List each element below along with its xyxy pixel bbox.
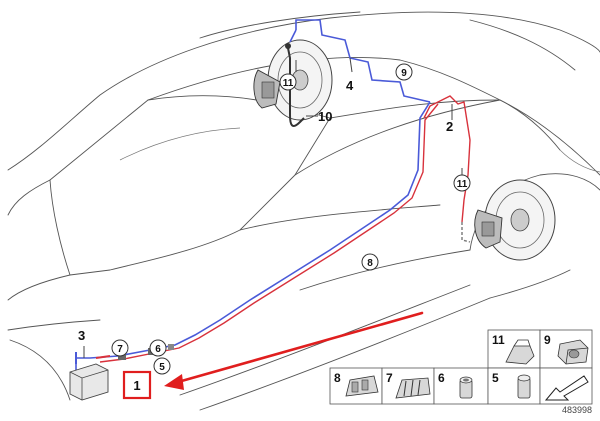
- svg-text:11: 11: [283, 78, 294, 89]
- rear-brake-assembly: [474, 179, 556, 261]
- legend-num-5: 5: [492, 371, 499, 385]
- legend-num-8: 8: [334, 371, 341, 385]
- legend-num-6: 6: [438, 371, 445, 385]
- circled-callout-11-rear: 11: [453, 174, 471, 192]
- red-pointer-arrow: [164, 311, 424, 390]
- multi-cable-clip-icon: [395, 377, 431, 399]
- circled-callout-6: 6: [149, 339, 167, 357]
- svg-text:11: 11: [457, 179, 468, 190]
- legend-cell-5: [487, 367, 541, 405]
- svg-text:6: 6: [155, 344, 161, 355]
- callout-3: 3: [78, 328, 85, 343]
- front-brake-assembly: [253, 39, 333, 127]
- plug-connector-icon: [459, 376, 473, 399]
- circled-callout-8: 8: [361, 253, 379, 271]
- callout-4: 4: [346, 78, 354, 93]
- circled-callout-11-front: 11: [279, 73, 297, 91]
- diagram-nav-arrow-icon: [544, 375, 589, 401]
- svg-text:1: 1: [133, 378, 140, 393]
- circled-callout-9: 9: [395, 63, 413, 81]
- parts-legend: 11 9 8 7 6 5: [329, 329, 593, 405]
- cable-sleeve-icon: [517, 374, 531, 399]
- legend-num-9: 9: [544, 333, 551, 347]
- diagram-id: 483998: [562, 405, 592, 415]
- svg-text:5: 5: [159, 362, 165, 373]
- circled-callout-5: 5: [153, 357, 171, 375]
- callout-2: 2: [446, 119, 453, 134]
- svg-text:9: 9: [401, 68, 407, 79]
- circled-callout-7: 7: [111, 339, 129, 357]
- svg-text:7: 7: [117, 344, 123, 355]
- callout-leaders: [83, 57, 463, 358]
- highlight-callout-1: 1: [122, 370, 152, 400]
- callout-10: 10: [318, 109, 332, 124]
- control-unit-box: [69, 352, 111, 401]
- legend-num-7: 7: [386, 371, 393, 385]
- grommet-block-icon: [557, 339, 589, 365]
- bracket-clip-icon: [505, 339, 535, 365]
- legend-num-11: 11: [492, 333, 505, 347]
- svg-text:8: 8: [367, 258, 373, 269]
- cable-holder-icon: [345, 375, 379, 397]
